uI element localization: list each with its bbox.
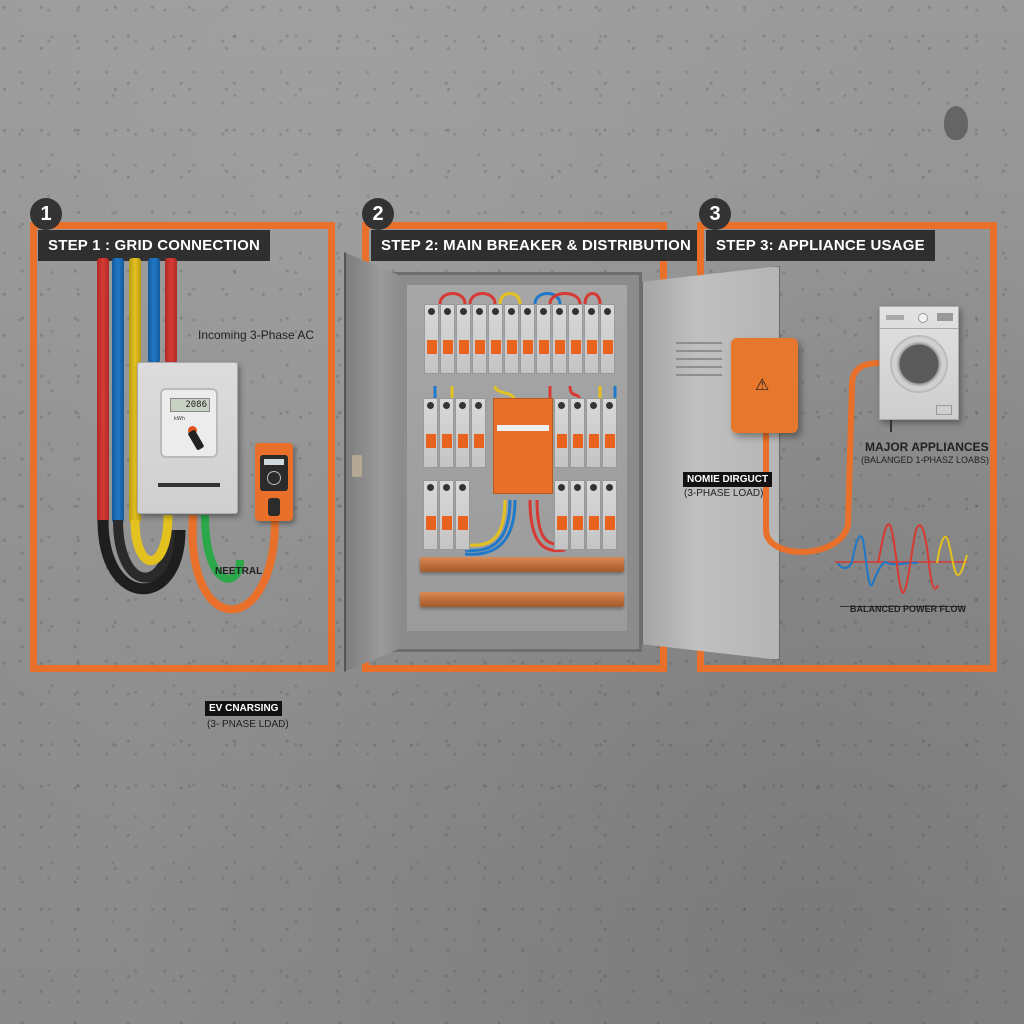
meter-slot (158, 483, 220, 487)
door-vent (676, 342, 722, 344)
circuit-breaker[interactable] (439, 398, 454, 468)
major-appliances-label: MAJOR APPLIANCES (865, 440, 989, 454)
home-circuit-tag: NOMIE DIRGUCT (683, 472, 773, 487)
circuit-breaker[interactable] (554, 480, 569, 550)
home-circuit-subtitle: (3-PHASE LOAD) (684, 488, 764, 499)
circuit-breaker[interactable] (488, 304, 503, 374)
circuit-breaker[interactable] (586, 480, 601, 550)
meter-unit: kWh (174, 416, 186, 422)
power-flow-divider (840, 606, 964, 607)
circuit-breaker[interactable] (568, 304, 583, 374)
meter-face: 2086 kWh (160, 388, 218, 458)
wire-loops (97, 514, 279, 614)
breaker-row-bottom-right (554, 480, 617, 550)
door-vent (676, 374, 722, 376)
appliance-leader-line (890, 420, 892, 432)
circuit-breaker[interactable] (471, 398, 486, 468)
breaker-row-bottom-left (423, 480, 470, 550)
circuit-breaker[interactable] (455, 480, 470, 550)
circuit-breaker[interactable] (552, 304, 567, 374)
main-breaker[interactable] (493, 398, 553, 494)
step-2-number-badge: 2 (362, 198, 394, 230)
circuit-breaker[interactable] (423, 398, 438, 468)
copper-busbar-2 (420, 592, 624, 607)
neutral-label: NEETRAL (215, 566, 263, 577)
circuit-breaker[interactable] (440, 304, 455, 374)
circuit-breaker[interactable] (584, 304, 599, 374)
door-vent (676, 350, 722, 352)
cabinet-door-right[interactable] (642, 266, 780, 660)
washer-filter-hatch (936, 405, 952, 415)
meter-switch-icon (187, 429, 205, 451)
main-breaker-label (497, 425, 549, 431)
step-2-title: STEP 2: MAIN BREAKER & DISTRIBUTION (371, 230, 702, 261)
balanced-waveform-icon (835, 523, 968, 595)
door-vent (676, 366, 722, 368)
ev-charging-tag: EV CNARSING (205, 701, 283, 716)
junction-box: ⚠ (731, 338, 798, 433)
circuit-breaker[interactable] (570, 480, 585, 550)
circuit-breaker[interactable] (455, 398, 470, 468)
balanced-power-flow-label: BALANCED POWER FLOW (850, 604, 966, 614)
circuit-breaker[interactable] (472, 304, 487, 374)
circuit-breaker[interactable] (536, 304, 551, 374)
circuit-breaker[interactable] (554, 398, 569, 468)
ev-socket-icon (267, 471, 281, 485)
meter-reading: 2086 (170, 398, 210, 412)
breaker-row-mid-right (554, 398, 617, 468)
circuit-breaker[interactable] (424, 304, 439, 374)
wire-blue-1 (112, 258, 124, 523)
washer-control-panel (880, 307, 958, 329)
wall-stain (944, 106, 968, 140)
breaker-row-top (424, 304, 615, 374)
door-handle-icon[interactable] (352, 455, 362, 477)
ev-charger-screen (260, 455, 288, 491)
incoming-ac-label: Incoming 3-Phase AC (198, 328, 315, 342)
circuit-breaker[interactable] (602, 398, 617, 468)
washer-knob-icon (918, 313, 928, 323)
step-1-frame (30, 222, 335, 672)
step-1-title: STEP 1 : GRID CONNECTION (38, 230, 271, 261)
major-appliances-subtitle: (BALANGED 1-PHASZ LOABS) (861, 455, 990, 465)
ev-charger (255, 443, 293, 521)
electric-meter: 2086 kWh (137, 362, 238, 514)
circuit-breaker[interactable] (586, 398, 601, 468)
warning-icon: ⚠ (755, 375, 770, 394)
wire-red-2 (165, 258, 177, 363)
circuit-breaker[interactable] (602, 480, 617, 550)
circuit-breaker[interactable] (456, 304, 471, 374)
circuit-breaker[interactable] (570, 398, 585, 468)
washer-door-icon (890, 335, 948, 393)
circuit-breaker[interactable] (439, 480, 454, 550)
ev-charging-subtitle: (3- PNASE LDAD) (207, 719, 289, 730)
step-3-title: STEP 3: APPLIANCE USAGE (706, 230, 935, 261)
circuit-breaker[interactable] (600, 304, 615, 374)
circuit-breaker[interactable] (520, 304, 535, 374)
ev-plug-icon (268, 498, 280, 516)
ev-lcd (264, 459, 284, 465)
washer-display (937, 313, 953, 321)
washer-drawer (886, 315, 904, 320)
washing-machine (879, 306, 959, 420)
wire-blue-2 (148, 258, 160, 363)
wire-red-1 (97, 258, 109, 523)
circuit-breaker[interactable] (423, 480, 438, 550)
step-1-number-badge: 1 (30, 198, 62, 230)
appliance-cable (763, 360, 881, 555)
copper-busbar-1 (420, 557, 624, 572)
circuit-breaker[interactable] (504, 304, 519, 374)
step-3-number-badge: 3 (699, 198, 731, 230)
door-vent (676, 358, 722, 360)
breaker-row-mid-left (423, 398, 486, 468)
